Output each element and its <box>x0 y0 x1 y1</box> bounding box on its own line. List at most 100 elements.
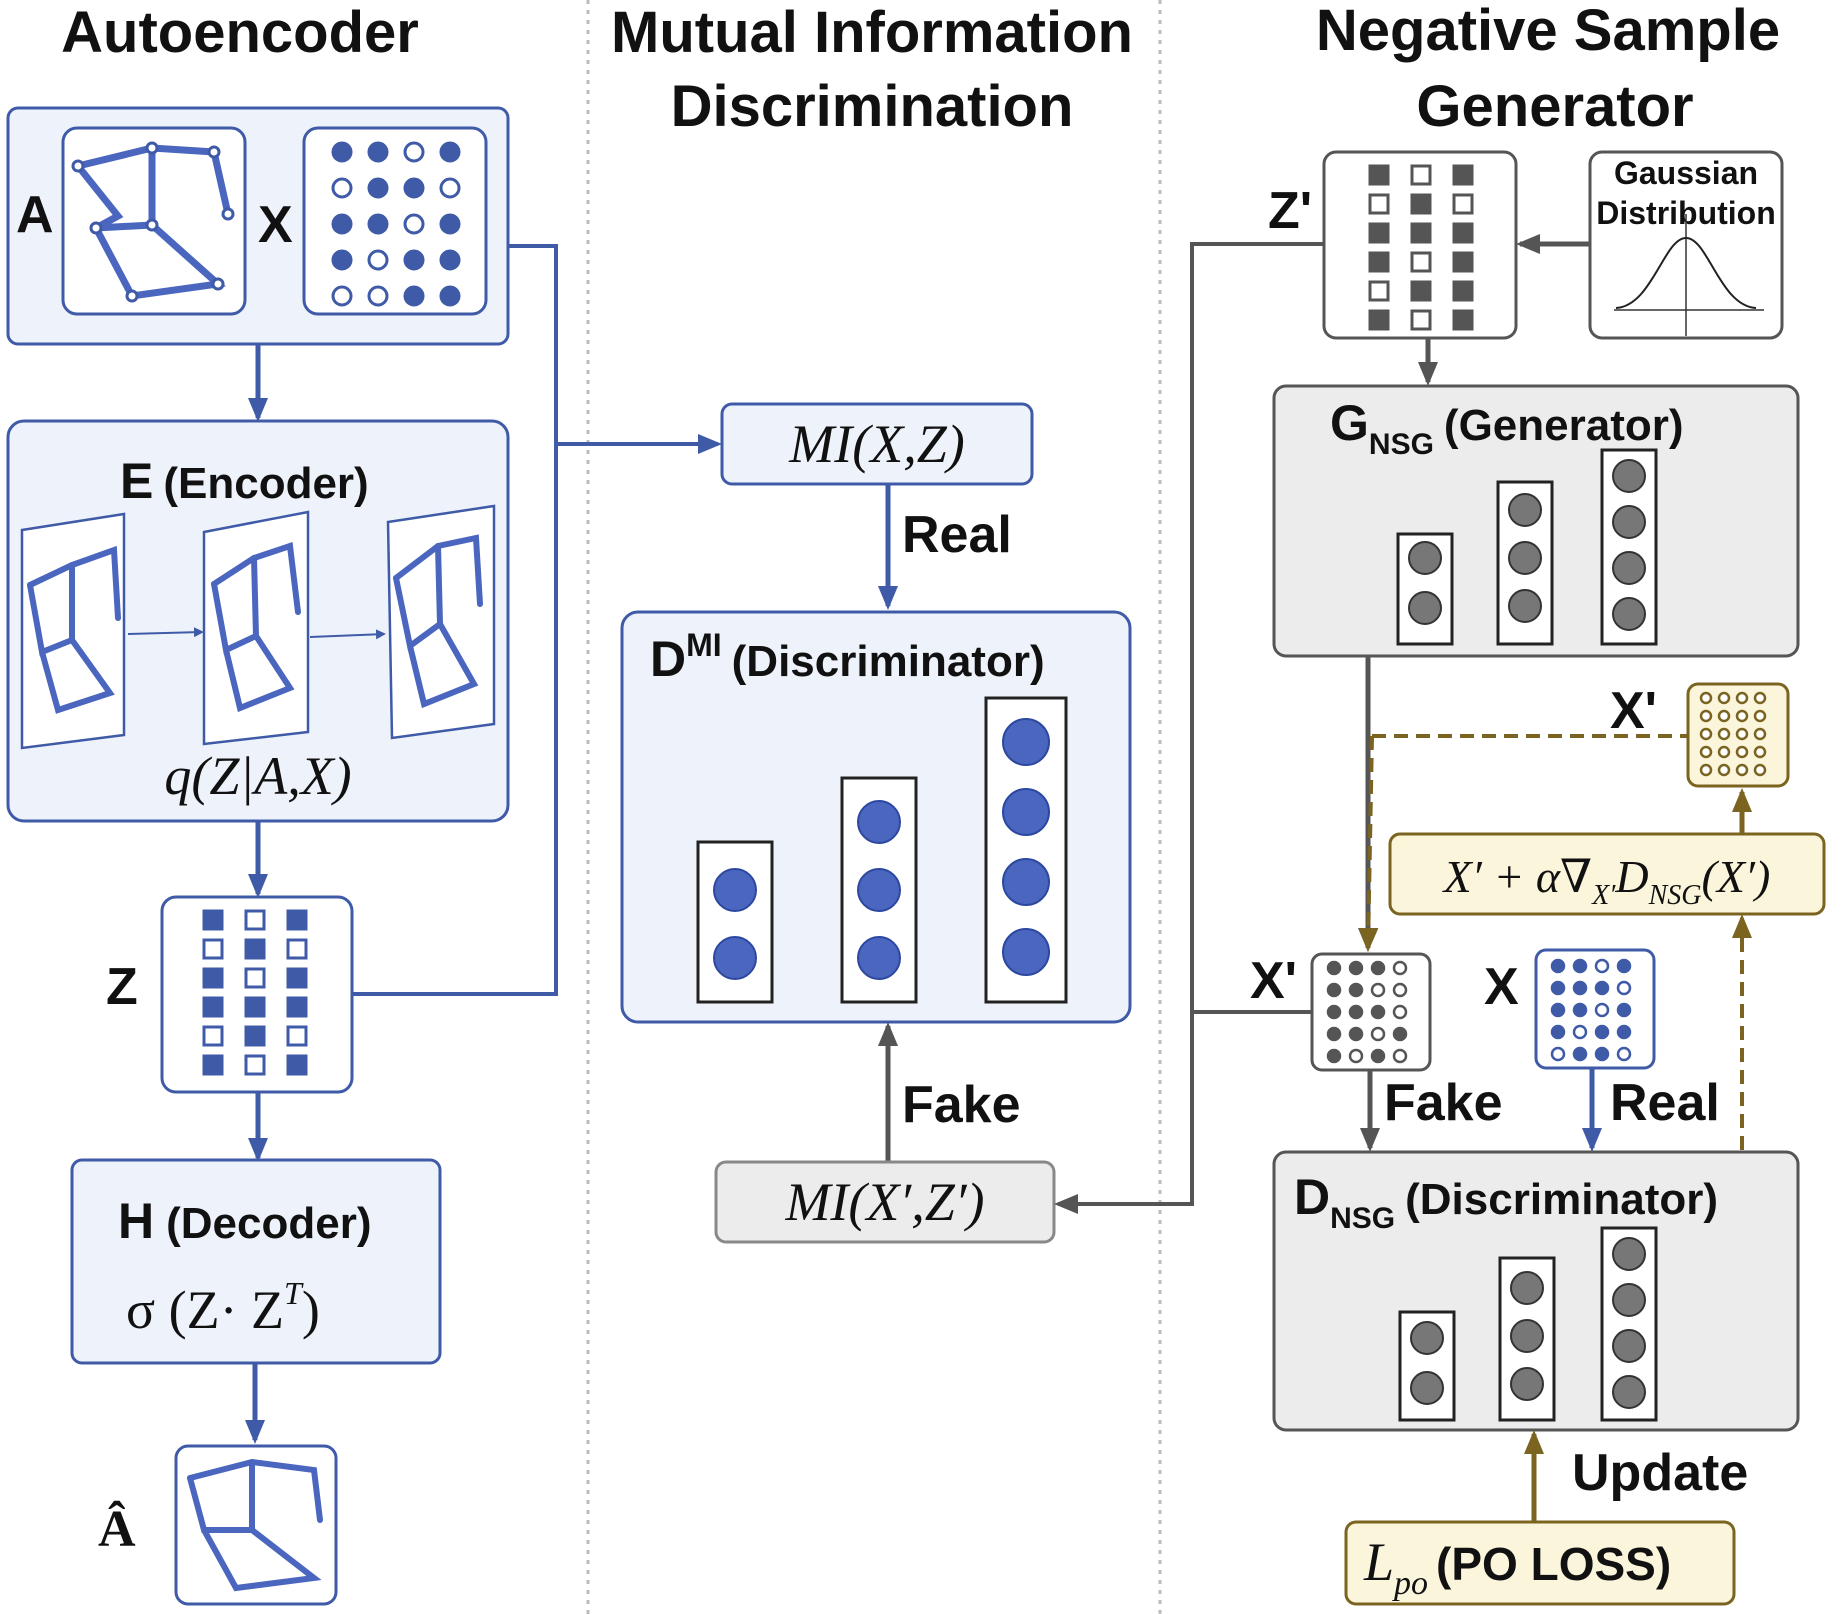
neuron <box>1002 718 1050 766</box>
latent-cell <box>1368 309 1390 331</box>
x-prime-top-label: X' <box>1610 682 1657 740</box>
arrow-z-prime-to-mi-fake <box>1054 242 1324 1214</box>
latent-cell <box>244 909 266 931</box>
matrix-dot <box>1753 709 1767 723</box>
neuron <box>1002 928 1050 976</box>
decoder-title: (Decoder) <box>166 1199 371 1248</box>
latent-cell <box>286 996 308 1018</box>
neuron <box>1508 493 1542 527</box>
decoder-formula: σ (Z· Z <box>126 1280 284 1340</box>
feature-dot <box>331 285 353 307</box>
matrix-dot <box>1735 763 1749 777</box>
neuron <box>1002 788 1050 836</box>
latent-cell <box>286 967 308 989</box>
matrix-dot <box>1326 960 1342 976</box>
mi-fake-formula: MI(X′,Z′) <box>784 1172 984 1232</box>
nsg-disc-title: (Discriminator) <box>1405 1175 1718 1224</box>
matrix-dot <box>1699 763 1713 777</box>
neuron <box>1408 591 1442 625</box>
gaussian-curve-icon <box>1614 214 1764 336</box>
encoder-letter: E <box>120 453 153 509</box>
matrix-dot <box>1392 1048 1408 1064</box>
matrix-dot <box>1616 1046 1632 1062</box>
arrow-x-to-mi <box>508 244 722 454</box>
latent-cell <box>244 1054 266 1076</box>
latent-cell <box>1410 280 1432 302</box>
neuron <box>857 936 901 980</box>
mi-real-box: MI(X,Z) <box>720 402 1034 486</box>
feature-dot <box>331 213 353 235</box>
matrix-dot <box>1717 763 1731 777</box>
feature-dot <box>439 249 461 271</box>
latent-cell <box>1452 309 1474 331</box>
mi-fake-label: Fake <box>902 1076 1021 1134</box>
matrix-dot <box>1594 1046 1610 1062</box>
encoder-layer-graph-3 <box>386 504 496 740</box>
z-label: Z <box>106 958 138 1016</box>
matrix-dot <box>1594 958 1610 974</box>
feature-dot <box>331 177 353 199</box>
neuron <box>1510 1271 1544 1305</box>
update-formula-sub1: X′ <box>1591 880 1616 911</box>
neuron <box>1612 1375 1646 1409</box>
neuron <box>1508 541 1542 575</box>
matrix-dot <box>1370 1048 1386 1064</box>
mi-real-label: Real <box>902 506 1012 564</box>
feature-dot <box>439 141 461 163</box>
feature-matrix-card <box>302 126 488 316</box>
matrix-dot <box>1348 960 1364 976</box>
header-mi-line2: Discrimination <box>671 74 1074 139</box>
matrix-dot <box>1616 958 1632 974</box>
loss-symbol: L <box>1363 1532 1394 1592</box>
feature-dot <box>403 177 425 199</box>
x-label: X <box>1484 958 1519 1016</box>
svg-text:GNSG(Generator): GNSG(Generator) <box>1330 395 1684 461</box>
matrix-dot <box>1370 960 1386 976</box>
latent-cell <box>1410 251 1432 273</box>
latent-cell <box>202 996 224 1018</box>
matrix-dot <box>1699 691 1713 705</box>
mi-real-formula: MI(X,Z) <box>788 414 964 474</box>
matrix-dot <box>1717 709 1731 723</box>
reconstructed-graph-card <box>174 1444 338 1606</box>
latent-cell <box>244 1025 266 1047</box>
latent-cell <box>1452 251 1474 273</box>
latent-cell <box>1452 164 1474 186</box>
matrix-dot <box>1348 1026 1364 1042</box>
latent-cell <box>1410 193 1432 215</box>
header-autoencoder: Autoencoder <box>61 0 419 65</box>
latent-cell <box>244 967 266 989</box>
mi-disc-title: (Discriminator) <box>732 637 1045 686</box>
matrix-dot <box>1326 1048 1342 1064</box>
matrix-dot <box>1572 958 1588 974</box>
feature-dot <box>439 285 461 307</box>
latent-cell <box>1410 222 1432 244</box>
input-a-label: A <box>16 186 54 244</box>
nsg-discriminator-box: DNSG(Discriminator) <box>1272 1150 1800 1432</box>
header-mi-line1: Mutual Information <box>611 0 1133 65</box>
neuron <box>1510 1367 1544 1401</box>
neuron <box>713 868 757 912</box>
latent-cell <box>1410 309 1432 331</box>
neuron <box>857 868 901 912</box>
matrix-dot <box>1753 763 1767 777</box>
feature-dot <box>403 285 425 307</box>
svg-text:σ (Z· ZT): σ (Z· ZT) <box>126 1275 320 1340</box>
matrix-dot <box>1735 691 1749 705</box>
encoder-layer-graph-1 <box>20 512 126 750</box>
loss-text: (PO LOSS) <box>1436 1538 1671 1590</box>
feature-dot <box>403 141 425 163</box>
feature-dot <box>331 249 353 271</box>
arrow-z-to-mi <box>352 444 558 996</box>
nsg-generator-box: GNSG(Generator) <box>1272 384 1800 658</box>
arrow-updated-x-prime-dashed <box>1358 735 1379 952</box>
output-a-hat-label: Â <box>98 1500 136 1558</box>
matrix-dot <box>1370 1004 1386 1020</box>
latent-cell <box>244 938 266 960</box>
z-prime-label: Z' <box>1268 182 1312 240</box>
neuron <box>1612 597 1646 631</box>
encoder-formula: q(Z|A,X) <box>164 746 351 806</box>
matrix-dot <box>1572 1046 1588 1062</box>
encoder-arrow-2 <box>309 629 386 640</box>
